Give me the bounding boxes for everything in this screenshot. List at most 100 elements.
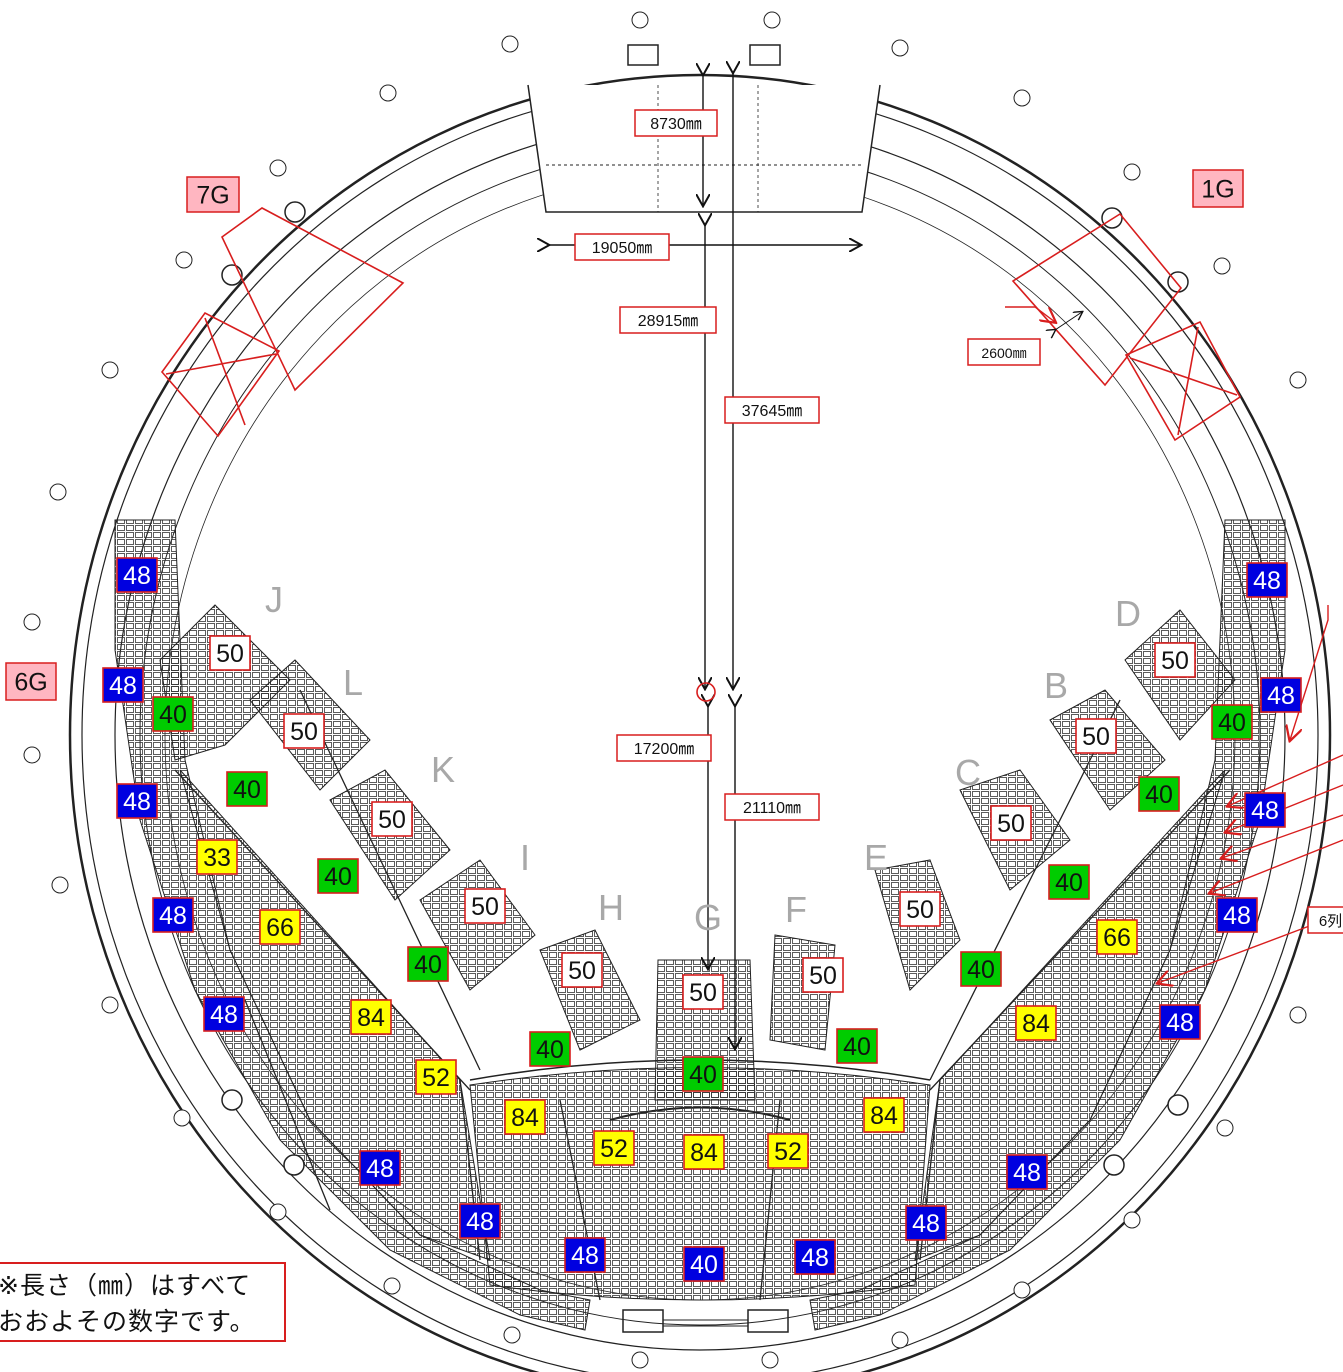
gate-label-text: 7G [196, 182, 229, 210]
seat-count-badge: 50 [1075, 718, 1117, 754]
gate-zone-overlays [160, 207, 1242, 442]
dimension-text: 19050㎜ [592, 240, 653, 257]
dimension-text: 21110㎜ [743, 800, 801, 817]
seat-count-value: 50 [378, 806, 406, 834]
note-line-2: おおよその数字です。 [0, 1307, 256, 1336]
seat-count-value: 40 [159, 701, 187, 729]
seat-count-badge: 84 [1015, 1005, 1057, 1041]
seat-count-badge: 48 [1159, 1004, 1201, 1040]
seat-count-badge: 40 [1048, 864, 1090, 900]
seat-count-value: 66 [1103, 924, 1131, 952]
seat-count-badge: 84 [683, 1134, 725, 1170]
block-letter-l: L [343, 662, 363, 703]
seat-count-value: 52 [774, 1138, 802, 1166]
seat-count-badge: 48 [359, 1150, 401, 1186]
seat-count-value: 50 [809, 962, 837, 990]
seat-count-badge: 52 [767, 1133, 809, 1169]
dimension-label-d21110: 21110㎜ [724, 793, 820, 821]
dimension-label-d17200: 17200㎜ [616, 734, 712, 762]
block-letter-b: B [1044, 665, 1068, 706]
seat-count-value: 40 [1218, 709, 1246, 737]
block-letter-h: H [598, 887, 624, 928]
seat-count-badge: 50 [283, 713, 325, 749]
dimension-text: 6列 [1319, 913, 1342, 930]
note-line-1: ※長さ（㎜）はすべて [0, 1271, 252, 1300]
seat-count-value: 48 [1166, 1009, 1194, 1037]
dimension-text: 37645㎜ [742, 403, 803, 420]
seat-count-badge: 66 [259, 909, 301, 945]
seat-count-value: 84 [511, 1104, 539, 1132]
seat-count-badge: 48 [794, 1239, 836, 1275]
seat-count-value: 48 [1253, 567, 1281, 595]
seat-count-value: 40 [843, 1033, 871, 1061]
seat-count-badge: 48 [203, 996, 245, 1032]
seat-count-badge: 50 [464, 888, 506, 924]
seat-count-badge: 40 [529, 1031, 571, 1067]
gate-label-6g: 6G [5, 662, 57, 701]
dimension-text: 2600㎜ [981, 345, 1026, 361]
seat-count-value: 50 [689, 979, 717, 1007]
seat-count-badge: 84 [350, 999, 392, 1035]
seat-count-value: 40 [414, 951, 442, 979]
seat-count-value: 50 [290, 718, 318, 746]
seat-count-badge: 48 [905, 1205, 947, 1241]
seat-count-badge: 40 [226, 771, 268, 807]
seat-count-badge: 52 [415, 1059, 457, 1095]
dimension-text: 8730㎜ [650, 116, 702, 133]
seat-count-value: 48 [159, 902, 187, 930]
seat-count-value: 50 [906, 896, 934, 924]
block-letter-g: G [694, 897, 722, 938]
seat-count-value: 40 [1055, 869, 1083, 897]
seat-count-value: 40 [536, 1036, 564, 1064]
seat-count-badge: 50 [209, 635, 251, 671]
seat-count-badge: 48 [152, 897, 194, 933]
seat-count-value: 48 [1013, 1159, 1041, 1187]
dimension-label-d19050: 19050㎜ [574, 233, 670, 261]
block-letter-j: J [265, 579, 283, 620]
seat-count-badge: 48 [1216, 897, 1258, 933]
dimension-labels: 8730㎜ 19050㎜ 28915㎜ 37645㎜ 2600㎜ 17200㎜ 21110㎜… [574, 109, 1343, 934]
seat-count-value: 48 [123, 788, 151, 816]
seat-count-badge: 50 [682, 974, 724, 1010]
seat-count-badge: 48 [564, 1237, 606, 1273]
seat-count-value: 40 [324, 863, 352, 891]
gate-label-text: 6G [14, 669, 47, 697]
seat-count-badge: 40 [317, 858, 359, 894]
gate-labels: 7G 1G 6G [5, 169, 1244, 701]
seat-count-badge: 84 [504, 1099, 546, 1135]
seat-count-badges: 48 48 40 48 48 48 33 66 50 50 40 50 40 40 84 50 52 84 50 40… [102, 557, 1302, 1282]
seat-count-value: 48 [571, 1242, 599, 1270]
dimension-label-d28915: 28915㎜ [619, 306, 717, 334]
seat-count-badge: 40 [1211, 704, 1253, 740]
seat-count-badge: 50 [371, 801, 413, 837]
seat-count-badge: 48 [1006, 1154, 1048, 1190]
seat-count-value: 48 [366, 1155, 394, 1183]
seat-count-value: 48 [1223, 902, 1251, 930]
block-letter-i: I [520, 837, 530, 878]
seat-count-value: 48 [912, 1210, 940, 1238]
seat-count-value: 50 [216, 640, 244, 668]
seat-count-value: 48 [1267, 682, 1295, 710]
gate-label-1g: 1G [1192, 169, 1244, 208]
seat-count-value: 48 [123, 562, 151, 590]
seat-count-value: 40 [233, 776, 261, 804]
seat-count-value: 52 [600, 1135, 628, 1163]
seat-count-badge: 40 [1138, 776, 1180, 812]
seat-count-value: 84 [690, 1139, 718, 1167]
seat-count-value: 84 [357, 1004, 385, 1032]
dimension-label-rows6: 6列 [1307, 906, 1343, 934]
seat-count-badge: 66 [1096, 919, 1138, 955]
dimension-text: 28915㎜ [638, 313, 699, 330]
dimension-label-d2600: 2600㎜ [967, 338, 1041, 366]
seat-count-value: 50 [471, 893, 499, 921]
seat-count-value: 84 [1022, 1010, 1050, 1038]
dimension-note: ※長さ（㎜）はすべて おおよその数字です。 [0, 1262, 286, 1342]
gate-label-text: 1G [1201, 176, 1234, 204]
seat-count-value: 66 [266, 914, 294, 942]
seat-count-badge: 48 [116, 783, 158, 819]
seat-count-value: 33 [203, 844, 231, 872]
seat-count-value: 52 [422, 1064, 450, 1092]
perimeter-markers [23, 11, 1307, 1369]
